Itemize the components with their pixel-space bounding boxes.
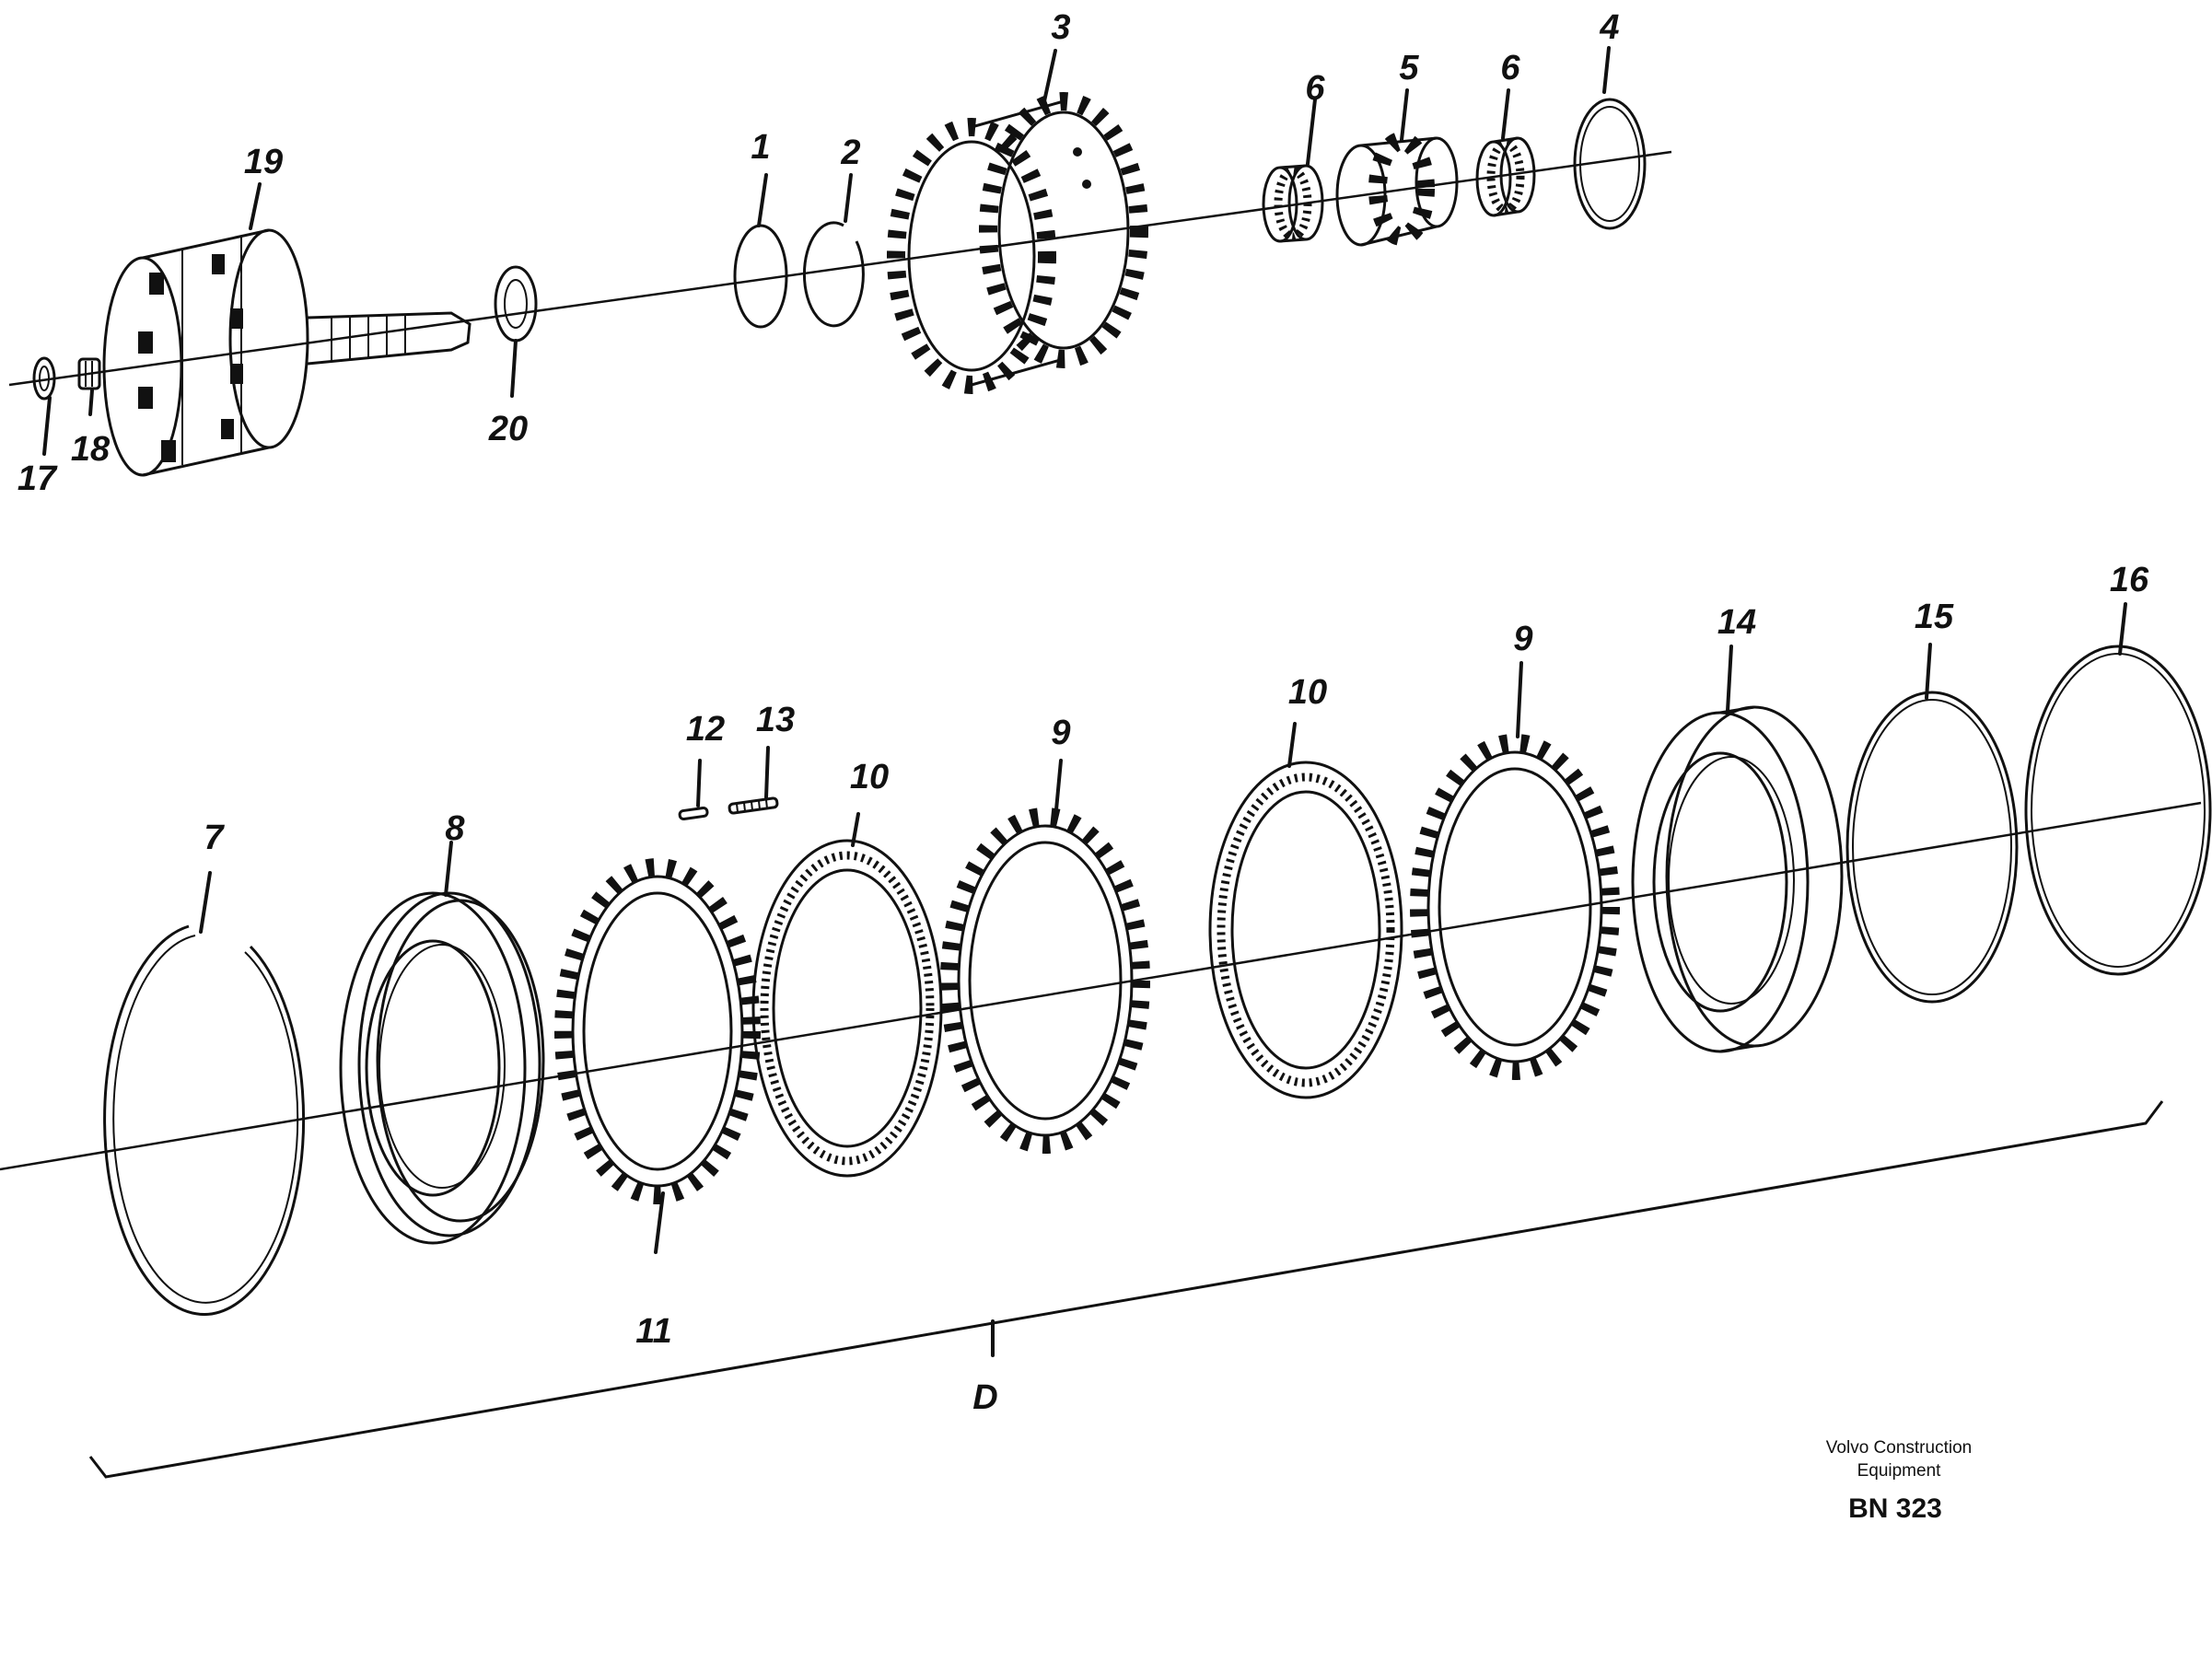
part-11-steel-plate [554,858,761,1204]
part-9-steel-plate-2 [1410,734,1620,1080]
upper-center-axis [8,150,1672,387]
callout-15: 15 [1915,598,1954,636]
part-20-thrust-washer [494,265,538,343]
callout-11: 11 [635,1312,671,1351]
part-15-ring [1845,691,2019,1004]
part-4-shim-ring [1573,98,1647,230]
leader-lines [42,46,2127,1254]
callout-1: 1 [751,128,770,167]
callout-17: 17 [17,459,58,498]
part-10-friction-disc-1 [751,839,943,1178]
upper-assembly [8,92,1672,477]
figure-code: BN 323 [1848,1493,1942,1524]
callout-12: 12 [686,710,725,749]
part-14-pressure-plate [1631,705,1844,1053]
part-7-retaining-ring [103,924,306,1316]
callout-5: 5 [1399,49,1419,87]
callout-9-first: 9 [1051,714,1070,752]
group-d-bracket [88,1100,2164,1479]
part-3-gear-hub [887,92,1148,394]
callout-labels: 1 2 3 4 5 6 6 17 18 19 20 7 8 12 13 10 9… [17,8,2149,1417]
callout-18: 18 [71,430,111,469]
callout-2: 2 [840,134,860,172]
part-10-friction-disc-2 [1208,761,1403,1099]
lower-center-axis [0,801,2202,1171]
callout-group-d: D [972,1378,997,1417]
callout-9-second: 9 [1513,620,1532,658]
part-16-ring [2024,645,2212,976]
callout-4: 4 [1599,8,1619,47]
callout-14: 14 [1717,603,1756,642]
part-13-spring [728,796,779,815]
callout-10-second: 10 [1288,673,1327,712]
credit-line-1: Volvo Construction [1826,1438,1972,1458]
part-9-steel-plate-1 [940,807,1150,1154]
callout-7: 7 [204,819,225,857]
part-2-snap-ring [802,221,865,328]
callout-8: 8 [445,809,465,848]
callout-13: 13 [756,701,795,739]
part-12-pin [678,806,709,821]
callout-6-right: 6 [1500,49,1520,87]
part-5-gear [1335,132,1459,247]
publisher-credit: Volvo Construction Equipment BN 323 [1826,1438,1972,1524]
part-8-piston [339,891,545,1245]
callout-19: 19 [244,143,283,181]
part-17-washer [32,356,56,401]
credit-line-2: Equipment [1857,1461,1942,1481]
callout-20: 20 [488,410,528,448]
callout-3: 3 [1051,8,1070,47]
callout-16: 16 [2110,561,2149,599]
callout-10-first: 10 [850,758,889,796]
callout-6-left: 6 [1305,69,1325,108]
clutch-pack [0,645,2212,1479]
part-19-clutch-drum [102,228,472,477]
part-18-bearing [77,357,101,390]
part-6-needle-bearing-right [1475,136,1536,217]
part-6-needle-bearing-left [1262,164,1324,243]
